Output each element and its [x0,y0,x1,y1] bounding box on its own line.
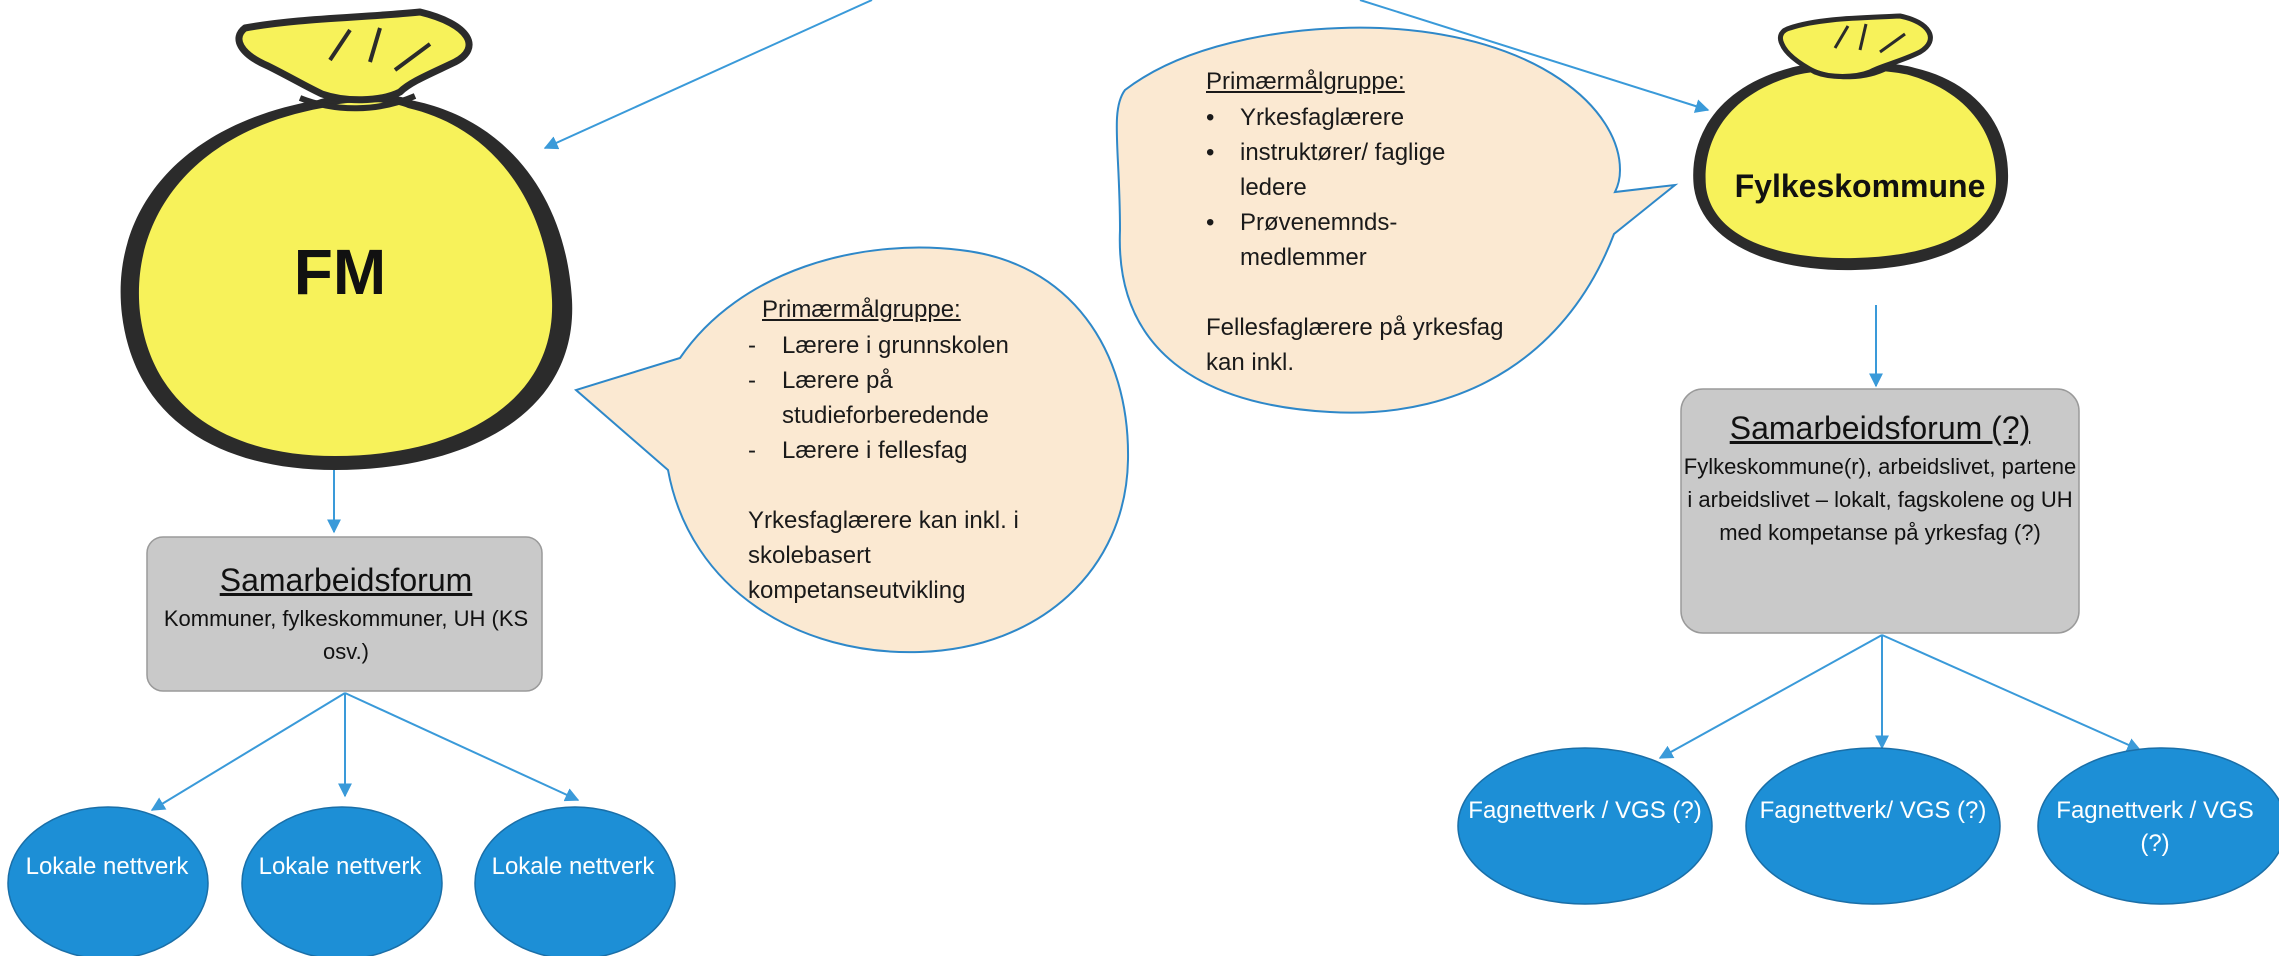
network-ellipse-left-2 [241,806,443,956]
forum-box-right [1680,388,2080,634]
forum-box-left [146,536,543,692]
forum-left: Samarbeidsforum Kommuner, fylkeskommuner… [148,560,544,668]
network-ellipse-right-3 [2037,747,2279,905]
arrow-forum-right-to-net-3 [1881,634,2142,752]
fm-money-bag-icon [120,8,573,470]
bubble-left-text: Primærmålgruppe: -Lærere i grunnskolen -… [748,292,1068,608]
list-item-label: Lærere på studieforberedende [782,367,989,429]
bubble-left-list: -Lærere i grunnskolen -Lærere på studief… [748,328,1068,468]
bullet-marker: - [748,367,756,394]
network-left-2-label: Lokale nettverk [258,853,422,880]
bubble-right-text: Primærmålgruppe: • Yrkesfaglærere • instru… [1206,64,1506,380]
fm-label: FM [293,236,387,308]
network-ellipse-right-1 [1457,747,1713,905]
arrow-forum-left-to-net-1 [150,692,346,811]
arrow-forum-left-to-net-3 [344,692,580,802]
list-item: -Lærere i fellesfag [748,433,1068,468]
bullet-marker: • [1206,104,1215,131]
speech-bubble-right [1115,26,1679,414]
bubble-right-note: Fellesfaglærere på yrkesfag kan inkl. [1206,314,1504,376]
list-item: • Yrkesfaglærere [1206,100,1506,135]
bubble-right-heading: Primærmålgruppe: [1206,68,1405,95]
network-right-2-label: Fagnettverk/ VGS (?) [1759,797,1987,824]
network-right-1-label: Fagnettverk / VGS (?) [1468,797,1702,824]
network-left-3-label: Lokale nettverk [491,853,655,880]
bubble-left-note: Yrkesfaglærere kan inkl. i skolebasert k… [748,507,1019,604]
bubble-left-heading: Primærmålgruppe: [762,296,961,323]
arrow-top-to-fylkeskommune [1359,0,1710,113]
list-item: -Lærere på studieforberedende [748,363,1068,433]
forum-left-description: Kommuner, fylkeskommuner, UH (KS osv.) [163,606,529,664]
list-item: • Prøvenemnds-medlemmer [1206,205,1506,275]
arrow-forum-right-to-net-1 [1658,634,1883,759]
bullet-marker: - [748,332,756,359]
list-item-label: instruktører/ faglige ledere [1240,139,1446,201]
list-item-label: Prøvenemnds-medlemmer [1240,209,1398,271]
list-item-label: Lærere i fellesfag [782,437,968,464]
list-item-label: Lærere i grunnskolen [782,332,1009,359]
list-item: -Lærere i grunnskolen [748,328,1068,363]
bubble-right-list: • Yrkesfaglærere • instruktører/ faglige l… [1206,100,1506,275]
bullet-marker: • [1206,139,1215,166]
fylkeskommune-label: Fylkeskommune [1734,168,1986,204]
speech-bubble-left [573,246,1130,654]
forum-right: Samarbeidsforum (?) Fylkeskommune(r), ar… [1682,408,2078,549]
forum-right-title: Samarbeidsforum (?) [1729,410,2031,446]
network-ellipse-left-3 [474,806,676,956]
forum-right-description: Fylkeskommune(r), arbeidslivet, partene … [1683,454,2077,545]
network-left-1-label: Lokale nettverk [25,853,189,880]
forum-left-title: Samarbeidsforum [219,562,473,598]
bullet-marker: - [748,437,756,464]
network-ellipse-left-1 [7,806,209,956]
list-item-label: Yrkesfaglærere [1240,104,1405,131]
list-item: • instruktører/ faglige ledere [1206,135,1506,205]
bullet-marker: • [1206,209,1215,236]
arrow-top-to-fm [543,0,873,150]
network-ellipse-right-2 [1745,747,2001,905]
network-right-3-label: Fagnettverk / VGS (?) [2056,797,2254,857]
fylkeskommune-money-bag-icon [1693,13,2009,271]
